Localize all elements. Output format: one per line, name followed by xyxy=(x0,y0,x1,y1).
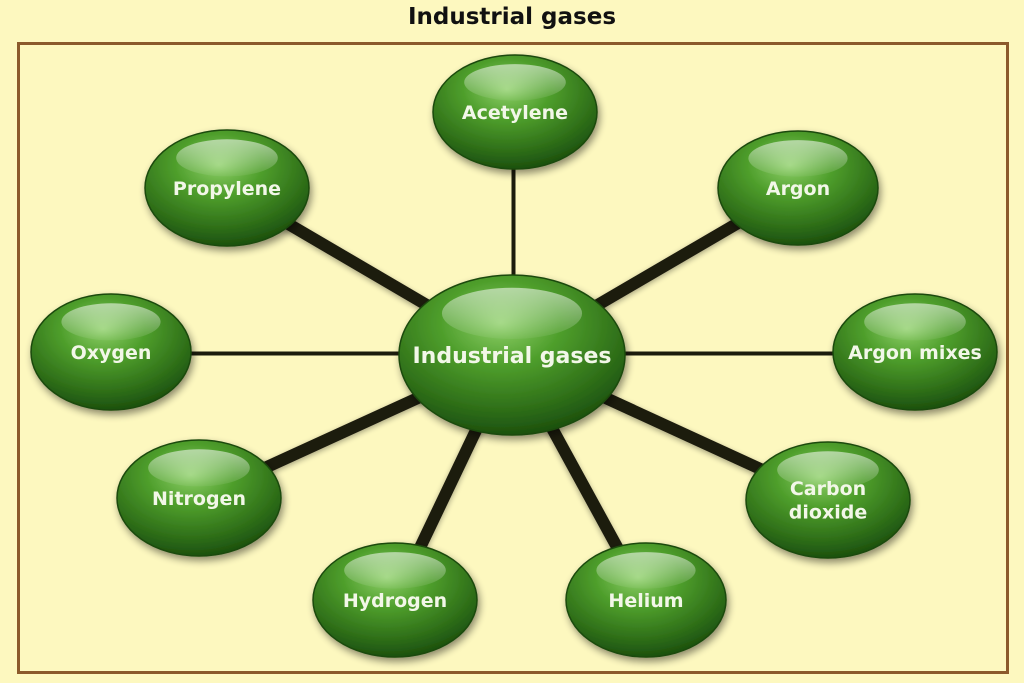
node-argon-mixes-highlight xyxy=(864,303,966,341)
node-hydrogen-label: Hydrogen xyxy=(343,590,447,612)
center-node: Industrial gases xyxy=(398,274,626,436)
node-argon-highlight xyxy=(748,140,848,177)
node-argon-mixes: Argon mixes xyxy=(832,293,998,411)
node-carbon-dioxide-highlight xyxy=(777,451,879,489)
center-node-label: Industrial gases xyxy=(412,344,611,369)
node-nitrogen-highlight xyxy=(148,449,250,487)
node-nitrogen: Nitrogen xyxy=(116,439,282,557)
node-helium-highlight xyxy=(596,552,696,589)
page-title: Industrial gases xyxy=(407,4,617,30)
node-nitrogen-label: Nitrogen xyxy=(152,488,246,510)
center-node-highlight xyxy=(441,287,583,339)
node-propylene: Propylene xyxy=(144,129,310,247)
node-helium-label: Helium xyxy=(608,590,683,612)
node-hydrogen: Hydrogen xyxy=(312,542,478,658)
node-hydrogen-highlight xyxy=(344,552,446,589)
node-propylene-highlight xyxy=(176,139,278,177)
node-acetylene: Acetylene xyxy=(432,54,598,170)
node-oxygen: Oxygen xyxy=(30,293,192,411)
node-carbon-dioxide-label-line-1: Carbon xyxy=(790,478,866,500)
node-argon: Argon xyxy=(717,130,879,246)
node-argon-mixes-label: Argon mixes xyxy=(848,342,982,364)
node-acetylene-label: Acetylene xyxy=(462,102,568,124)
node-oxygen-highlight xyxy=(61,303,161,341)
node-carbon-dioxide-label-line-2: dioxide xyxy=(789,502,867,524)
node-propylene-label: Propylene xyxy=(173,178,281,200)
node-acetylene-highlight xyxy=(464,64,566,101)
node-argon-label: Argon xyxy=(766,178,830,200)
node-helium: Helium xyxy=(565,542,727,658)
node-oxygen-label: Oxygen xyxy=(71,342,152,364)
